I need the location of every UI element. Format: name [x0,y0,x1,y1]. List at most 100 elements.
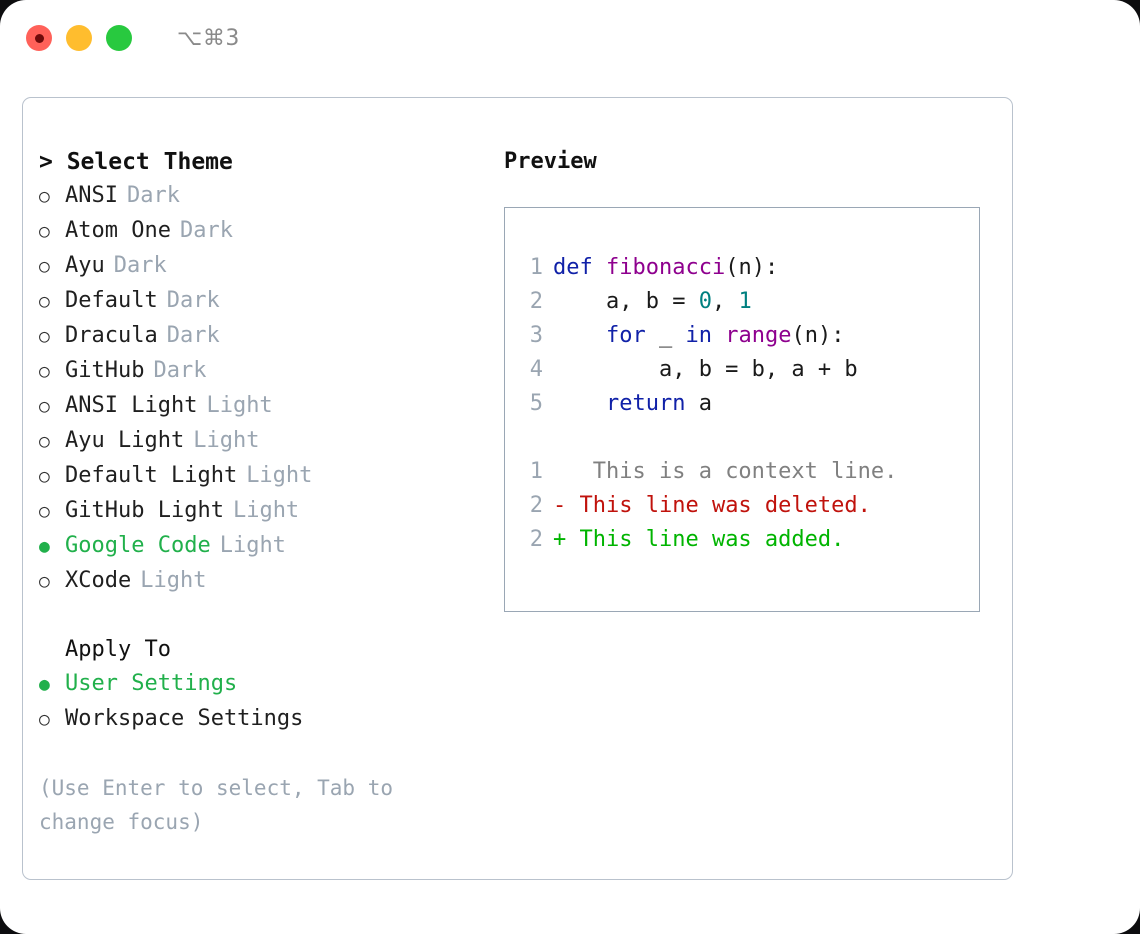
diff-sign [553,455,566,489]
radio-unselected-icon: ○ [39,466,50,487]
diff-line-text: This line was added. [566,527,845,552]
code-line-text: for _ in range(n): [553,319,844,353]
code-line: 3 for _ in range(n): [505,319,979,353]
apply-to-option-workspace-settings[interactable]: ○ Workspace Settings [39,702,493,737]
apply-to-option-label: Workspace Settings [65,706,304,731]
code-token-pl: a, b = [553,289,699,314]
radio-unselected-icon: ○ [39,709,50,730]
theme-option-label: Default [65,288,158,313]
theme-option-ayu-light[interactable]: ○ Ayu Light Light [39,424,493,459]
code-token-pl: a, b = b, a + b [553,357,858,382]
diff-line-ctx: 1 This is a context line. [505,455,979,489]
radio-selected-icon: ● [39,674,50,695]
code-token-pl [712,323,725,348]
diff-sign: - [553,493,567,518]
title-bar: ⌥⌘3 [0,0,1140,76]
code-line: 4 a, b = b, a + b [505,353,979,387]
line-number: 2 [529,527,543,552]
line-number: 2 [529,493,543,518]
apply-to-header: Apply To [65,637,171,662]
theme-option-variant: Dark [166,323,220,348]
theme-option-variant: Light [193,428,260,453]
line-number: 3 [529,323,543,348]
radio-unselected-icon: ○ [39,396,50,417]
theme-option-label: Dracula [65,323,158,348]
code-line-text: a, b = b, a + b [553,353,858,387]
theme-option-variant: Dark [179,218,233,243]
theme-option-label: Ayu [65,253,105,278]
diff-line-del: 2- This line was deleted. [505,489,979,523]
theme-option-dracula[interactable]: ○ Dracula Dark [39,319,493,354]
theme-option-variant: Dark [166,288,220,313]
code-token-pl [553,391,606,416]
keyboard-shortcut-label: ⌥⌘3 [177,25,240,51]
code-token-num: 0 [698,289,712,314]
line-number: 4 [529,357,543,382]
diff-line-text: This line was deleted. [566,493,871,518]
preview-title: Preview [504,149,597,174]
radio-unselected-icon: ○ [39,501,50,522]
code-token-pl: (n): [725,255,779,280]
keyboard-hint-text: (Use Enter to select, Tab to change focu… [39,776,406,834]
theme-option-variant: Dark [113,253,167,278]
theme-option-xcode[interactable]: ○ XCode Light [39,564,493,599]
radio-unselected-icon: ○ [39,361,50,382]
code-token-fn: fibonacci [606,255,726,280]
diff-line-add: 2 + This line was added. [505,523,979,557]
theme-option-variant: Light [140,568,207,593]
minimize-button[interactable] [66,25,92,51]
apply-to-option-user-settings[interactable]: ● User Settings [39,667,493,702]
code-token-pl: _ [645,323,686,348]
zoom-button[interactable] [106,25,132,51]
code-line-text: return a [553,387,712,421]
theme-option-variant: Light [246,463,313,488]
code-token-pl: (n): [791,323,845,348]
code-token-kw: return [605,391,686,416]
code-token-kw: in [685,323,712,348]
code-line-text: def fibonacci(n): [553,251,778,285]
theme-option-label: Ayu Light [65,428,185,453]
code-line-text: a, b = 0, 1 [553,285,752,319]
radio-unselected-icon: ○ [39,291,50,312]
theme-option-label: XCode [65,568,132,593]
traffic-lights [26,25,132,51]
theme-option-label: Google Code [65,533,211,558]
close-button[interactable] [26,25,52,51]
line-number: 2 [529,289,543,314]
radio-unselected-icon: ○ [39,431,50,452]
theme-option-label: Atom One [65,218,171,243]
radio-selected-icon: ● [39,536,50,557]
theme-option-variant: Dark [153,358,207,383]
theme-option-variant: Light [206,393,273,418]
theme-option-variant: Light [232,498,300,523]
radio-unselected-icon: ○ [39,221,50,242]
theme-option-default[interactable]: ○ Default Dark [39,284,493,319]
theme-option-atom-one[interactable]: ○ Atom One Dark [39,214,493,249]
apply-to-option-list: ● User Settings ○ Workspace Settings [39,667,493,737]
line-number: 1 [529,459,543,484]
apply-to-option-label: User Settings [65,671,238,696]
code-token-fn: range [725,323,792,348]
theme-option-google-code[interactable]: ● Google Code Light [39,529,493,564]
radio-unselected-icon: ○ [39,571,50,592]
theme-option-variant: Light [219,533,286,558]
diff-sign: + [553,527,567,552]
line-number: 1 [529,255,543,280]
close-icon [34,33,44,43]
radio-unselected-icon: ○ [39,186,50,207]
diff-sample: 1 This is a context line.2- This line wa… [505,455,979,557]
radio-unselected-icon: ○ [39,326,50,347]
code-token-pl [553,323,606,348]
